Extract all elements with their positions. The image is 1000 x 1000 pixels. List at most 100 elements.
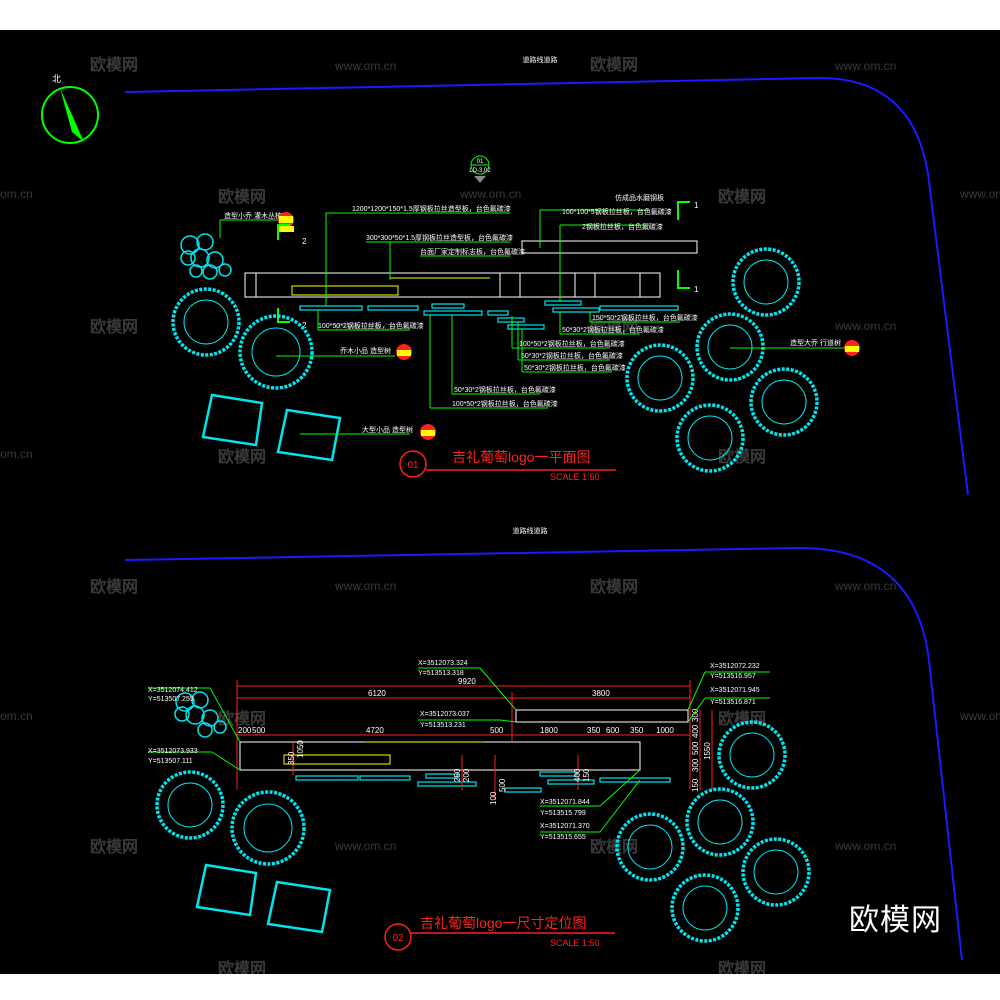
road-edge [124,546,963,961]
tree-label: 造型小乔 灌木丛植 [224,211,282,220]
cad-drawing: 欧模网 www.om.cn 欧模网 www.om.cn om.cn 欧模网 ww… [0,55,1000,978]
leader-lines-notes [325,209,650,306]
watermark-url: www.om.cn [834,839,896,853]
watermark-brand: 欧模网 [218,187,266,206]
tree-group-bottom-inner [167,732,799,931]
watermark-url: www.om.cn [334,839,396,853]
shrub-cluster-icon [174,691,227,738]
note-label: 2钢板拉丝板，台色氟碳漆 [582,222,663,231]
coord-x: X=3512071.945 [710,687,760,694]
north-arrow-icon: 北 [41,74,99,144]
watermark-url: www.om.cn [334,59,396,73]
note-label: 仿成品水磨钢板 [615,193,664,202]
drawing-number: 01 [407,460,419,471]
road-edge [124,76,969,496]
watermark-layer: 欧模网 www.om.cn 欧模网 www.om.cn om.cn 欧模网 ww… [0,55,1000,978]
dim-vertical: 1050 [296,740,305,758]
watermark-brand: 欧模网 [90,317,138,336]
coord-y: Y=513513.318 [418,670,464,677]
coord-y: Y=513507.111 [148,758,193,765]
watermark-url: www.om.cn [459,187,521,201]
dim-segment: 500 [252,726,266,735]
dim-vertical: 100 [489,791,498,805]
section-marker-number: 01 [477,159,484,165]
section-marker: 01 LD-3.02 [469,155,491,183]
watermark-brand: 欧模网 [218,447,266,466]
dim-vertical: 300 [691,708,700,722]
coord-x: X=3512073.037 [420,711,470,718]
drawing-title-bottom: 02 吉礼葡萄logo一尺寸定位图 SCALE 1:50 [384,915,615,951]
dim-vertical: 300 [691,758,700,772]
note-label: 100*50*2钢板拉丝板，台色氟碳漆 [452,399,558,408]
section-number: 1 [694,201,699,210]
section-marker-ref: LD-3.02 [469,168,491,174]
note-label: 100*100*5钢板拉丝板，台色氟碳漆 [562,207,672,216]
note-label: 台面厂家定制标志板，台色氟碳漆 [420,247,525,256]
watermark-brand: 欧模网 [718,709,766,728]
watermark-brand: 欧模网 [90,55,138,74]
dim-vertical: 400 [573,768,582,782]
dim-segment: 1800 [540,726,558,735]
coord-y: Y=513515.799 [540,810,586,817]
drawing-scale: SCALE 1:50 [550,472,600,482]
bottom-plan: 道路线道路 [124,526,963,961]
coord-x: X=3512071.370 [540,823,590,830]
brand-watermark: 欧模网 [849,903,942,938]
tree-group-top-inner [183,259,807,461]
tree-label: 大型小品 造型树 [362,425,413,434]
steel-bars [295,771,671,793]
tree-label: 乔木小品 造型树 [340,346,391,355]
top-plan: 道路线道路 北 01 LD-3.02 [41,55,969,496]
dimension-lines [236,680,713,800]
note-label: 50*30*2钢板拉丝板，台色氟碳漆 [562,325,664,334]
coord-y: Y=513516.871 [710,699,756,706]
section-number: 1 [694,285,699,294]
leader-lines-coords [148,667,770,833]
note-label: 1200*1200*150*1.5厚钢板拉丝造型板，台色氟碳漆 [352,204,511,213]
dim-vertical: 150 [691,778,700,792]
dim-segment: 350 [630,726,644,735]
watermark-brand: 欧模网 [90,577,138,596]
dim-segment: 6120 [368,689,386,698]
note-label: 50*30*2钢板拉丝板，台色氟碳漆 [454,385,556,394]
drawing-title-top: 01 吉礼葡萄logo一平面图 SCALE 1:50 [399,449,616,482]
note-label: 300*300*50*1.5厚钢板拉丝造型板，台色氟碳漆 [366,233,513,242]
dim-total: 9920 [458,677,476,686]
shrub-cluster-icon [180,233,232,280]
drawing-title: 吉礼葡萄logo一尺寸定位图 [420,915,586,931]
leader-lines-trees [276,347,845,435]
drawing-scale: SCALE 1:50 [550,938,600,948]
logo-plan-outline [244,240,698,298]
coord-y: Y=513515.655 [540,834,586,841]
watermark-brand: 欧模网 [90,837,138,856]
drawing-title: 吉礼葡萄logo一平面图 [452,449,590,465]
coord-y: Y=513507.255 [148,696,194,703]
watermark-url: www.om.cn [959,187,1000,201]
dim-segment: 4720 [366,726,384,735]
coord-x: X=3512074.412 [148,687,198,694]
tree-group-bottom [155,720,811,943]
coord-x: X=3512072.232 [710,663,760,670]
dim-vertical: 500 [691,741,700,755]
leader-lines-bottom [317,310,680,409]
dim-segment: 1000 [656,726,674,735]
watermark-brand: 欧模网 [590,55,638,74]
section-number: 2 [302,321,307,330]
section-cut-mark [277,201,690,323]
dim-vertical: 1550 [703,742,712,760]
watermark-brand: 欧模网 [718,187,766,206]
dim-segment: 200 [238,726,252,735]
tag-icon [396,340,860,440]
watermark-url: www.om.cn [834,59,896,73]
section-number: 2 [302,237,307,246]
coord-x: X=3512073.933 [148,748,198,755]
steel-bars [299,300,679,330]
dim-vertical: 250 [453,768,462,782]
watermark-url: www.om.cn [834,319,896,333]
coord-y: Y=513516.957 [710,673,756,680]
tree-label: 造型大乔 行道树 [790,338,841,347]
planter-box [201,393,342,462]
watermark-url: om.cn [0,187,33,201]
dim-segment: 500 [490,726,504,735]
